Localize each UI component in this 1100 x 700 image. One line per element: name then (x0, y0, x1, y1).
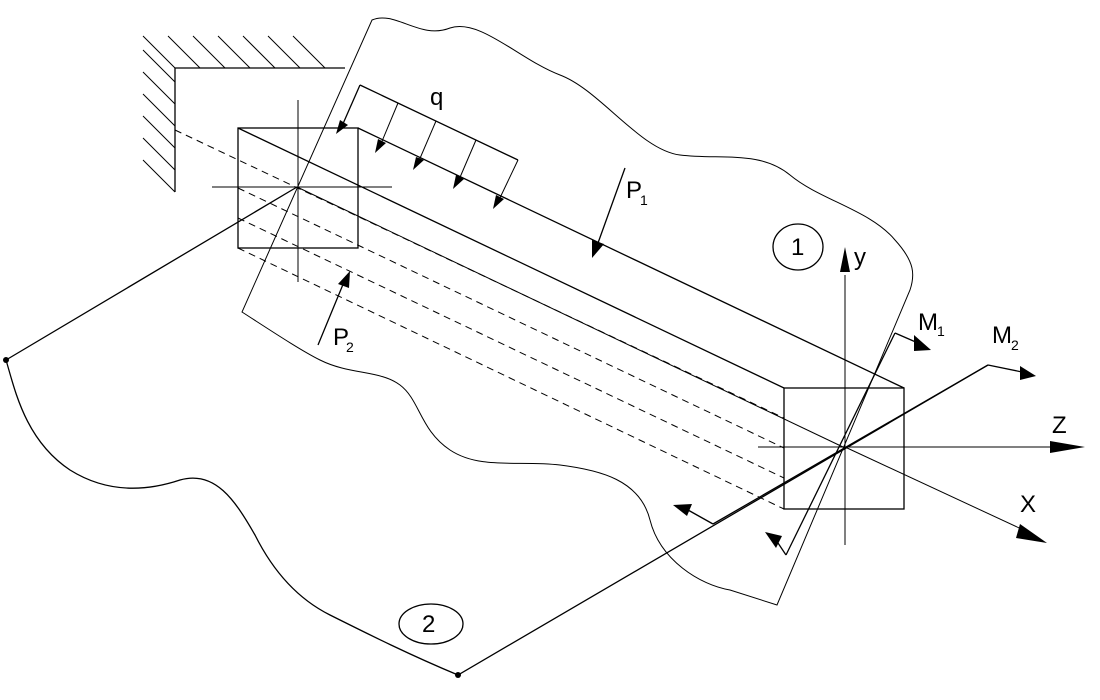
label-y: y (854, 244, 866, 271)
label-p2-sub: 2 (346, 339, 354, 355)
distributed-load-q: q (336, 84, 519, 209)
label-plane-1: 1 (791, 234, 804, 261)
label-q: q (430, 84, 443, 111)
label-plane-2: 2 (422, 611, 435, 638)
plane-2-marker: 2 (398, 603, 464, 645)
beam-right-section (783, 387, 905, 510)
force-p2: P 2 (317, 271, 354, 355)
plane-2-outline (5, 186, 989, 676)
label-x: X (1020, 491, 1036, 518)
beam (174, 100, 905, 510)
moment-m1: M 1 (765, 309, 945, 556)
plane-1-outline (241, 17, 914, 606)
plane-1-marker: 1 (772, 223, 824, 271)
label-m1-sub: 1 (937, 323, 945, 339)
fixed-support (142, 35, 345, 193)
label-p1-sub: 1 (640, 192, 648, 208)
label-m2-sub: 2 (1011, 337, 1019, 353)
plane-2-point-left (3, 357, 9, 363)
force-p1: P 1 (592, 167, 648, 258)
moment-m2: M 2 (673, 322, 1036, 525)
label-p1: P (626, 177, 642, 204)
label-m1: M (918, 309, 938, 336)
plane-2-point-bottom (455, 672, 461, 678)
label-m2: M (992, 322, 1012, 349)
label-z: Z (1052, 412, 1067, 439)
coordinate-axes: y Z X (758, 244, 1085, 545)
label-p2: P (333, 324, 349, 351)
